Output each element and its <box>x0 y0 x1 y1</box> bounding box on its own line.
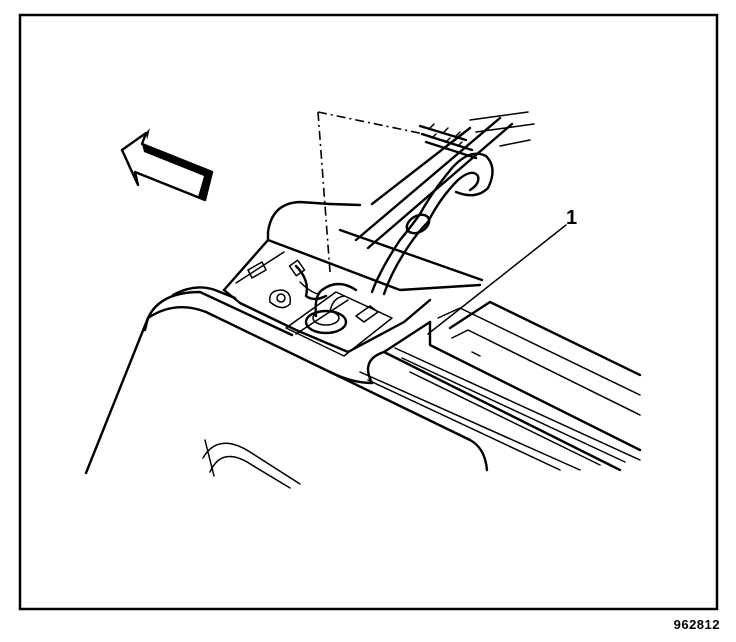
wiring-harness <box>354 111 535 296</box>
buckle-stud <box>304 282 358 335</box>
electrical-connector <box>288 259 328 301</box>
leader-line-right <box>317 111 425 135</box>
console-body <box>84 286 642 489</box>
callout-1-label: 1 <box>566 207 577 229</box>
figure-number: 962812 <box>673 617 720 632</box>
direction-arrow-icon <box>120 128 214 202</box>
diagram-border <box>18 13 719 611</box>
leader-line-left <box>317 111 331 273</box>
leader-line-callout-1 <box>427 224 567 335</box>
anchor-platform <box>222 200 484 357</box>
leader-lines <box>317 111 567 335</box>
